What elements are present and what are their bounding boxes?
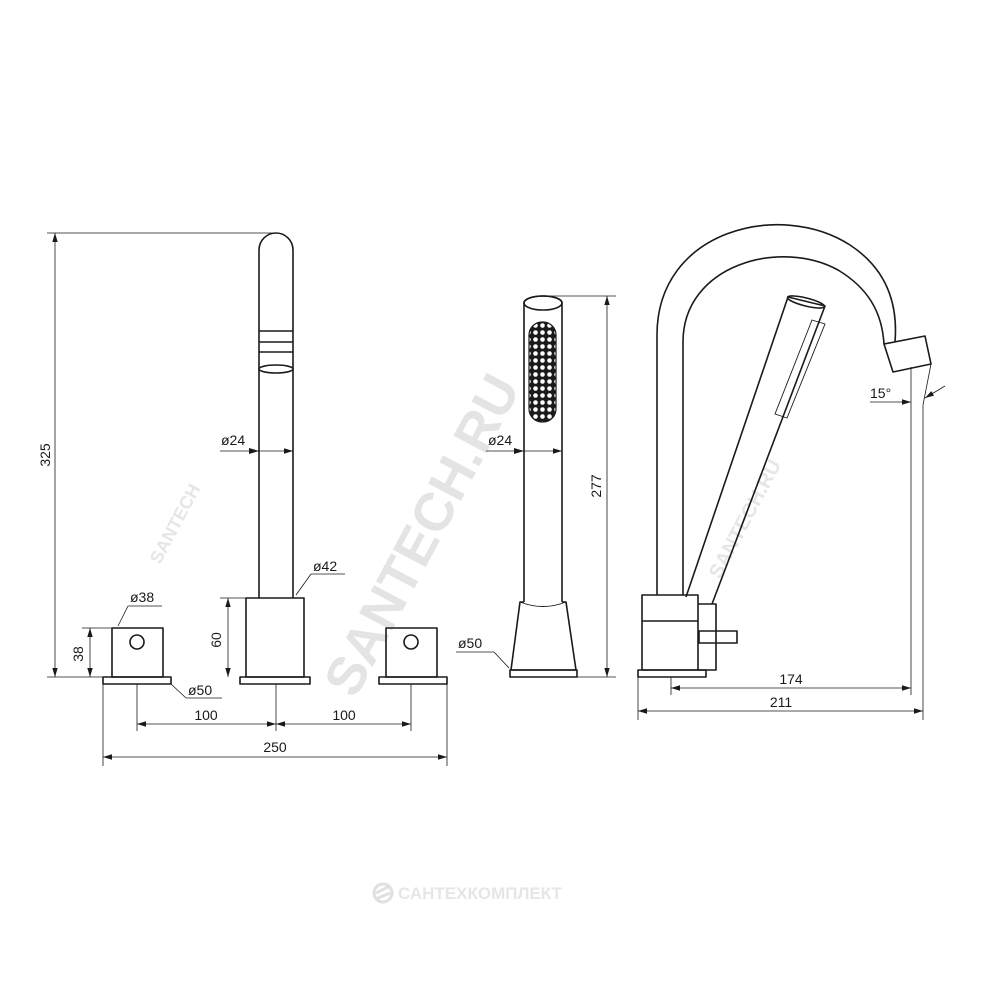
watermark-main: SANTECH.RU [313,365,532,706]
spout-tube [258,232,294,598]
dim-100-right-label: 100 [332,707,356,723]
dim-shower-dia50-label: ø50 [458,635,482,651]
side-lever-arm [698,630,738,644]
dim-174-label: 174 [779,671,803,687]
watermark-small: SANTECH.RU [705,456,786,582]
brand-text: САНТЕХКОМПЛЕКТ [398,884,563,903]
spout-nozzle [883,335,932,373]
dim-dia38-leader [117,605,129,627]
brand-logo: САНТЕХКОМПЛЕКТ [372,882,563,904]
side-shower-body [685,296,826,605]
dim-dia50-leader [170,683,187,699]
side-body [641,594,699,671]
side-lever [698,603,717,671]
dim-shower-dia50-leader [493,651,510,669]
gooseneck-inner [682,256,885,595]
dim-dia50-label: ø50 [188,682,212,698]
right-handle-knob [403,634,419,650]
dim-38-label: 38 [70,646,86,662]
dim-211-label: 211 [770,694,793,710]
shower-rosette [509,669,578,678]
dim-60-label: 60 [208,632,224,648]
dim-dia42-label: ø42 [313,558,337,574]
right-rosette [378,676,448,685]
gooseneck-outer [656,224,897,595]
watermark-left: SANTECH [146,481,205,567]
central-body [245,597,305,678]
side-view: 15° 174 211 [637,224,946,720]
side-shower-spray [774,319,826,419]
spout-outlet [258,364,294,374]
dim-dia24-label: ø24 [221,432,245,448]
dim-325-label: 325 [37,443,53,467]
shower-hose-cone [510,601,577,671]
dim-277-label: 277 [588,474,604,498]
dim-250-label: 250 [263,739,287,755]
side-rosette [637,669,707,678]
dim-dia42-leader [295,573,312,596]
dim-shower-dia24-label: ø24 [488,432,512,448]
dim-100-left-label: 100 [194,707,218,723]
hand-shower-view: ø24 277 ø50 [456,295,616,678]
shower-head-top [523,295,563,311]
dim-angle-label: 15° [870,385,891,401]
front-view: 325 ø24 ø42 ø38 38 60 ø50 100 100 [37,232,448,766]
central-rosette [239,676,311,685]
left-handle-knob [129,634,145,650]
side-shower-top [786,295,826,309]
dim-dia38-label: ø38 [130,589,154,605]
shower-spray-face [528,321,557,423]
left-rosette [102,676,172,685]
